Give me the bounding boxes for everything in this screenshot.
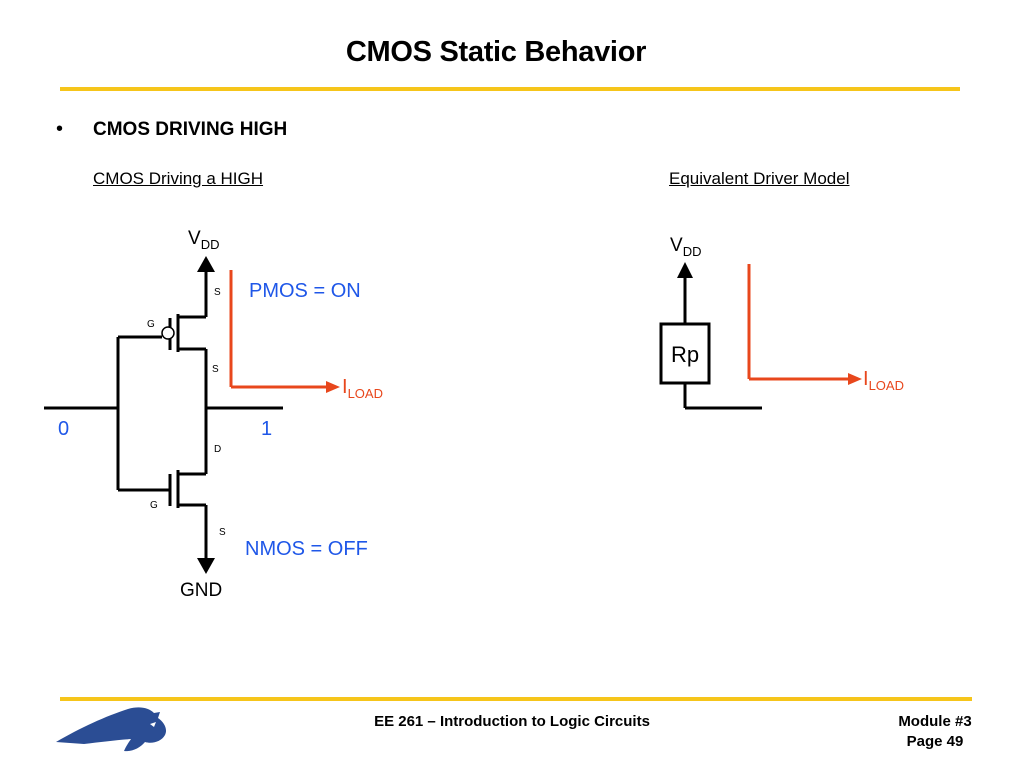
nmos-top-pin-label: D (214, 444, 222, 455)
iload-main-text: I (342, 376, 348, 398)
model-vdd-subscript: DD (682, 244, 702, 259)
left-subheading: CMOS Driving a HIGH (93, 169, 264, 188)
model-current-arrow-icon (848, 373, 862, 385)
pmos-inversion-bubble (161, 326, 175, 340)
footer-module: Module #3 (898, 713, 972, 730)
nmos-bottom-pin-label: S (219, 527, 226, 538)
footer-course: EE 261 – Introduction to Logic Circuits (374, 713, 650, 730)
model-iload-subscript: LOAD (868, 378, 904, 393)
right-subheading: Equivalent Driver Model (669, 169, 850, 188)
pmos-top-pin-label: S (214, 287, 221, 298)
bullet-heading: CMOS DRIVING HIGH (93, 119, 288, 140)
model-iload-label: ILOAD (863, 368, 904, 393)
iload-label: ILOAD (342, 376, 383, 401)
load-current-path (229, 270, 330, 389)
model-vdd-arrow-icon (677, 262, 693, 278)
cmos-inverter (44, 268, 283, 560)
pmos-bottom-pin-label: S (212, 364, 219, 375)
output-value: 1 (261, 418, 273, 440)
pmos-state-label: PMOS = ON (249, 280, 361, 302)
footer-page: Page 49 (906, 733, 964, 750)
current-arrow-icon (326, 381, 340, 393)
gnd-arrow-icon (197, 558, 215, 574)
gnd-label: GND (180, 580, 223, 601)
vdd-subscript: DD (200, 237, 220, 252)
vdd-label: VDD (188, 228, 219, 252)
vdd-main-text: V (188, 228, 201, 249)
pmos-gate-pin-label: G (147, 319, 155, 330)
model-vdd-main-text: V (670, 235, 683, 256)
model-vdd-label: VDD (670, 235, 701, 259)
input-value: 0 (58, 418, 70, 440)
bullet-marker: • (56, 118, 64, 140)
resistor-label: Rp (670, 342, 700, 367)
cougar-logo-icon (56, 707, 167, 752)
footer-page-info: Module #3 Page 49 (880, 712, 990, 752)
slide-title: CMOS Static Behavior (345, 36, 647, 68)
bottom-divider (60, 697, 972, 701)
model-current-path (747, 264, 852, 381)
model-iload-main-text: I (863, 368, 869, 390)
nmos-gate-pin-label: G (150, 500, 158, 511)
iload-subscript: LOAD (347, 386, 383, 401)
vdd-arrow-icon (197, 256, 215, 272)
driver-model (659, 278, 762, 410)
nmos-state-label: NMOS = OFF (245, 538, 368, 560)
top-divider (60, 87, 960, 91)
